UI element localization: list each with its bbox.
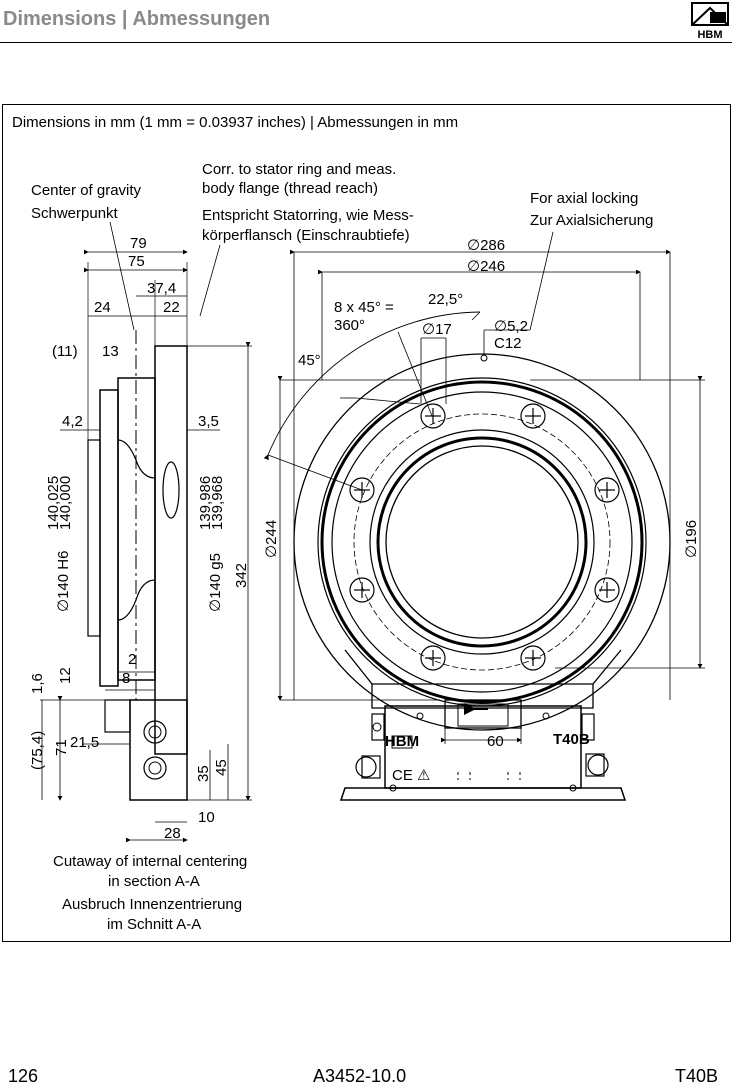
label-axial-en: For axial locking — [530, 190, 638, 207]
dim-dia-5-2: ∅5,2 — [494, 318, 528, 335]
dim-angle-22-5: 22,5° — [428, 291, 463, 308]
footer-product: T40B — [675, 1066, 719, 1086]
dim-h6-tol-b: 140,000 — [57, 476, 74, 530]
label-corr-en-2: body flange (thread reach) — [202, 180, 378, 197]
dim-79: 79 — [130, 235, 147, 252]
dim-45: 45 — [213, 759, 230, 776]
label-cutaway-en-1: Cutaway of internal centering — [53, 853, 247, 870]
hbm-logo: HBM — [691, 2, 729, 40]
dim-angle-45: 45° — [298, 352, 321, 369]
dim-28: 28 — [164, 825, 181, 842]
hbm-plate-text: HBM — [385, 733, 419, 750]
dim-dia-17: ∅17 — [422, 321, 452, 338]
dim-342: 342 — [233, 563, 250, 588]
label-cutaway-de-1: Ausbruch Innenzentrierung — [62, 896, 242, 913]
dim-21-5: 21,5 — [70, 734, 99, 751]
dim-12: 12 — [57, 667, 74, 684]
dim-71: 71 — [53, 739, 70, 756]
dim-4-2: 4,2 — [62, 413, 83, 430]
label-cog-de: Schwerpunkt — [31, 205, 119, 222]
dim-3-5: 3,5 — [198, 413, 219, 430]
dim-g5-tol-b: 139,968 — [209, 476, 226, 530]
label-corr-en-1: Corr. to stator ring and meas. — [202, 161, 396, 178]
footer-doc-number: A3452-10.0 — [313, 1066, 407, 1086]
dim-60: 60 — [487, 733, 504, 750]
dim-h6: ∅140 H6 — [55, 551, 72, 612]
drawing-caption: Dimensions in mm (1 mm = 0.03937 inches)… — [12, 114, 459, 131]
dim-c12: C12 — [494, 335, 522, 352]
dim-g5: ∅140 g5 — [207, 553, 224, 612]
front-view-dimensions — [263, 231, 705, 744]
dim-75: 75 — [128, 253, 145, 270]
dim-h6-tol-a: 140,025 — [45, 476, 62, 530]
label-corr-de-1: Entspricht Statorring, wie Mess- — [202, 207, 414, 224]
header-rule — [0, 42, 732, 43]
dim-pattern-2: 360° — [334, 317, 365, 334]
label-axial-de: Zur Axialsicherung — [530, 212, 653, 229]
dim-2: 2 — [128, 651, 136, 668]
front-view — [293, 353, 671, 801]
dim-75-4: (75,4) — [29, 731, 46, 770]
hbm-plate — [391, 735, 413, 749]
dim-g5-tol-a: 139,986 — [197, 476, 214, 530]
model-tag: T40B — [553, 731, 590, 748]
dim-22: 22 — [163, 299, 180, 316]
logo-text: HBM — [697, 29, 722, 40]
label-cog-en: Center of gravity — [31, 182, 142, 199]
label-cutaway-de-2: im Schnitt A-A — [107, 916, 201, 933]
label-corr-de-2: körperflansch (Einschraubtiefe) — [202, 227, 410, 244]
dim-35: 35 — [195, 765, 212, 782]
dim-dia-244: ∅244 — [263, 520, 280, 558]
dim-24: 24 — [94, 299, 111, 316]
dim-1-6: 1,6 — [29, 673, 46, 694]
dim-10: 10 — [198, 809, 215, 826]
dim-13: 13 — [102, 343, 119, 360]
ce-mark: CE ⚠ — [392, 767, 430, 784]
footer-page-number: 126 — [8, 1066, 39, 1086]
dim-pattern-1: 8 x 45° = — [334, 299, 394, 316]
dim-dia-286: ∅286 — [467, 237, 505, 254]
dim-8: 8 — [122, 670, 130, 687]
dim-dia-196: ∅196 — [683, 520, 700, 558]
side-view — [87, 262, 252, 801]
drawing-frame — [2, 104, 731, 942]
side-view-dimensions — [40, 221, 251, 843]
label-cutaway-en-2: in section A-A — [108, 873, 200, 890]
dim-37-4: 37,4 — [147, 280, 176, 297]
dim-11: (11) — [52, 343, 78, 360]
page-header-title: Dimensions | Abmessungen — [3, 8, 271, 30]
dim-dia-246: ∅246 — [467, 258, 505, 275]
